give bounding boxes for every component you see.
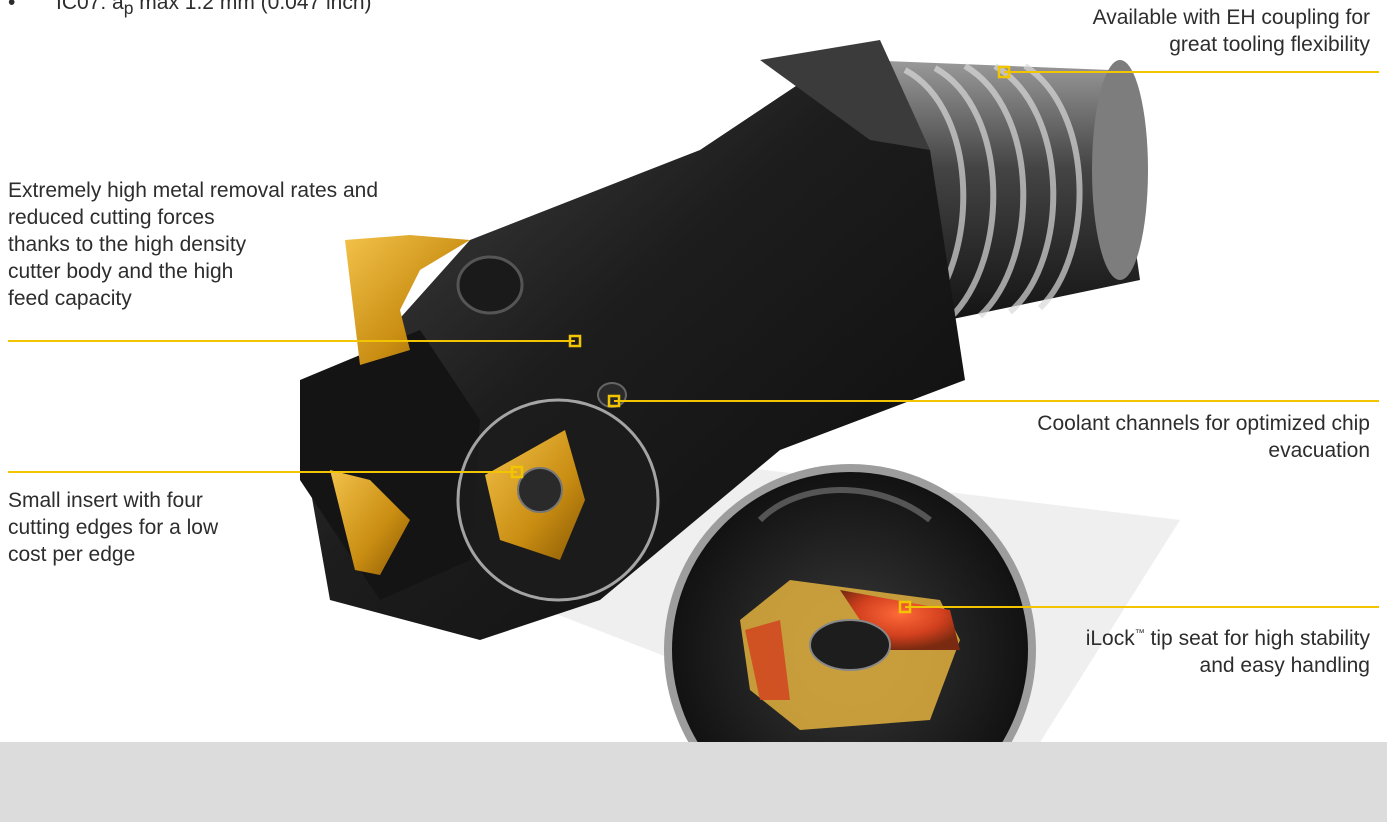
spec-bullet: • IC07: ap max 1.2 mm (0.047 inch) (8, 0, 372, 22)
callout-coolant: Coolant channels for optimized chip evac… (1037, 410, 1370, 464)
spec-suffix: max 1.2 mm (0.047 inch) (133, 0, 372, 14)
callout-removal-line: Extremely high metal removal rates and (8, 179, 378, 202)
callout-coupling-line2: great tooling flexibility (1169, 33, 1370, 56)
callout-coolant-line1: Coolant channels for optimized chip (1037, 412, 1370, 435)
callout-coupling: Available with EH coupling for great too… (1093, 4, 1370, 58)
callout-coupling-line1: Available with EH coupling for (1092, 6, 1370, 29)
callout-ilock-line2: and easy handling (1199, 654, 1370, 677)
callout-removal-line: feed capacity (8, 287, 132, 310)
trademark-symbol: ™ (1134, 628, 1145, 639)
callout-removal: Extremely high metal removal rates and r… (8, 177, 378, 312)
spec-prefix: IC07: a (56, 0, 124, 14)
bullet-marker: • (8, 0, 16, 14)
callout-insert-line: cutting edges for a low (8, 516, 219, 539)
callout-insert-line: Small insert with four (8, 489, 203, 512)
callout-insert-line: cost per edge (8, 543, 136, 566)
spec-subscript: p (123, 0, 134, 19)
callout-removal-line: reduced cutting forces (8, 206, 215, 229)
callout-removal-line: cutter body and the high (8, 260, 234, 283)
callout-marker-ilock (898, 600, 912, 614)
callout-marker-coolant (607, 394, 621, 408)
callout-removal-line: thanks to the high density (8, 233, 247, 256)
callout-ilock-line1: iLock™ tip seat for high stability (1086, 620, 1370, 652)
callout-ilock: iLock™ tip seat for high stability and e… (1086, 620, 1370, 679)
ilock-brand: iLock (1085, 627, 1135, 650)
callout-marker-coupling (997, 65, 1011, 79)
callout-insert: Small insert with four cutting edges for… (8, 487, 218, 568)
callout-marker-removal (568, 334, 582, 348)
callout-marker-insert (510, 465, 524, 479)
callout-coolant-line2: evacuation (1268, 439, 1370, 462)
ilock-line1-rest: tip seat for high stability (1144, 627, 1370, 650)
footer-band (0, 742, 1387, 822)
